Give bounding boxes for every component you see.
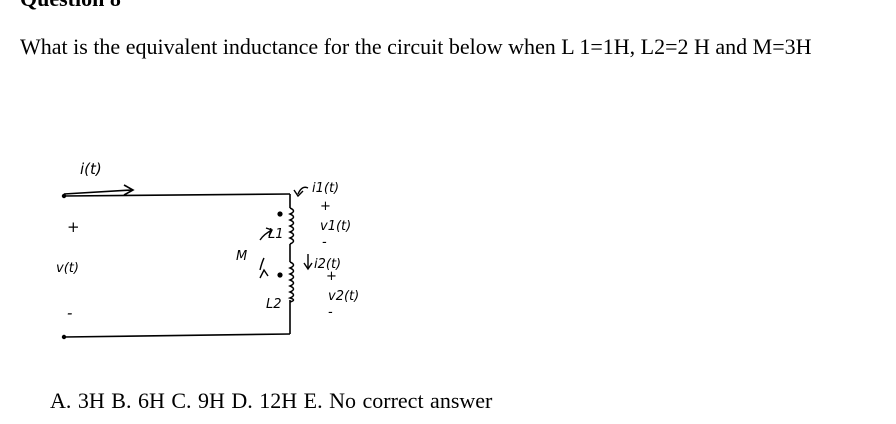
dot-l2 bbox=[277, 272, 283, 278]
current-arrow-line bbox=[63, 189, 133, 195]
mutual-arrow-head-top bbox=[265, 227, 273, 237]
question-header: Question 8 bbox=[20, 0, 121, 12]
i1-label: i1(t) bbox=[312, 181, 339, 196]
current-arrow-head bbox=[123, 184, 135, 196]
mutual-arrow-head-bottom bbox=[259, 268, 269, 279]
dot-l1 bbox=[277, 211, 283, 217]
current-label: i(t) bbox=[80, 160, 102, 178]
question-text: What is the equivalent inductance for th… bbox=[20, 34, 812, 59]
v1-plus-label: + bbox=[320, 199, 331, 214]
terminal-bottom bbox=[61, 334, 67, 340]
source-voltage-label: v(t) bbox=[56, 261, 79, 276]
v2-label: v2(t) bbox=[328, 289, 359, 304]
terminal-top bbox=[61, 193, 67, 199]
mutual-label: M bbox=[236, 249, 247, 264]
v2-plus-label: + bbox=[326, 269, 337, 284]
v2-minus-label: - bbox=[328, 305, 333, 320]
i2-label: i2(t) bbox=[314, 257, 341, 272]
top-wire bbox=[63, 193, 291, 197]
l1-label: L1 bbox=[268, 227, 284, 242]
i2-arrow-head bbox=[303, 262, 313, 271]
i1-arrow bbox=[297, 186, 309, 195]
mutual-arrow bbox=[259, 229, 273, 271]
bottom-wire bbox=[63, 333, 291, 338]
source-minus-label: - bbox=[67, 304, 72, 322]
source-plus-label: + bbox=[67, 218, 80, 236]
inductor-l1-coil bbox=[288, 207, 295, 245]
answer-choices: A. 3H B. 6H C. 9H D. 12H E. No correct a… bbox=[50, 388, 493, 413]
v1-label: v1(t) bbox=[320, 219, 351, 234]
v1-minus-label: - bbox=[322, 235, 327, 250]
circuit-diagram: i(t) + v(t) - M L1 L2 i1(t) + v1(t) - i2… bbox=[56, 160, 359, 340]
inductor-l2-coil bbox=[287, 261, 295, 303]
l2-label: L2 bbox=[266, 297, 282, 312]
i1-arrow-head bbox=[293, 189, 304, 198]
